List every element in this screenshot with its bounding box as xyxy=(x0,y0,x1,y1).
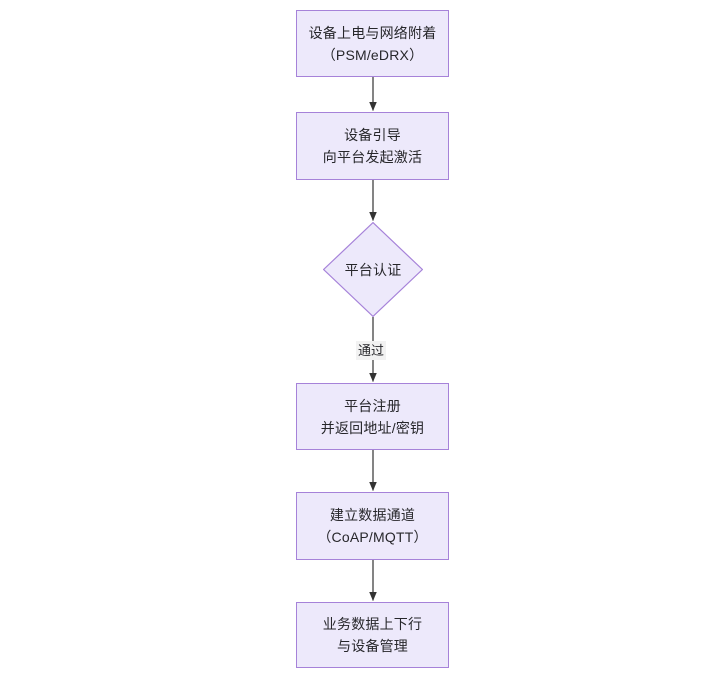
node-label: 平台注册 并返回地址/密钥 xyxy=(320,397,425,436)
node-device-bootstrap[interactable]: 设备引导 向平台发起激活 xyxy=(296,112,449,180)
node-label: 设备上电与网络附着 （PSM/eDRX） xyxy=(308,24,437,63)
edge-label-text: 通过 xyxy=(358,343,385,358)
node-platform-registration[interactable]: 平台注册 并返回地址/密钥 xyxy=(296,383,449,450)
node-establish-data-channel[interactable]: 建立数据通道 （CoAP/MQTT） xyxy=(296,492,449,560)
edge-label-pass: 通过 xyxy=(356,341,387,360)
node-label: 平台认证 xyxy=(344,261,402,278)
node-label: 建立数据通道 （CoAP/MQTT） xyxy=(317,507,428,545)
node-business-data-and-device-management[interactable]: 业务数据上下行 与设备管理 xyxy=(296,602,449,668)
node-label: 设备引导 向平台发起激活 xyxy=(322,127,423,165)
node-label: 业务数据上下行 与设备管理 xyxy=(322,616,423,654)
node-platform-authentication[interactable]: 平台认证 xyxy=(323,222,423,317)
diamond-shape xyxy=(323,222,423,317)
node-device-power-on[interactable]: 设备上电与网络附着 （PSM/eDRX） xyxy=(296,10,449,77)
